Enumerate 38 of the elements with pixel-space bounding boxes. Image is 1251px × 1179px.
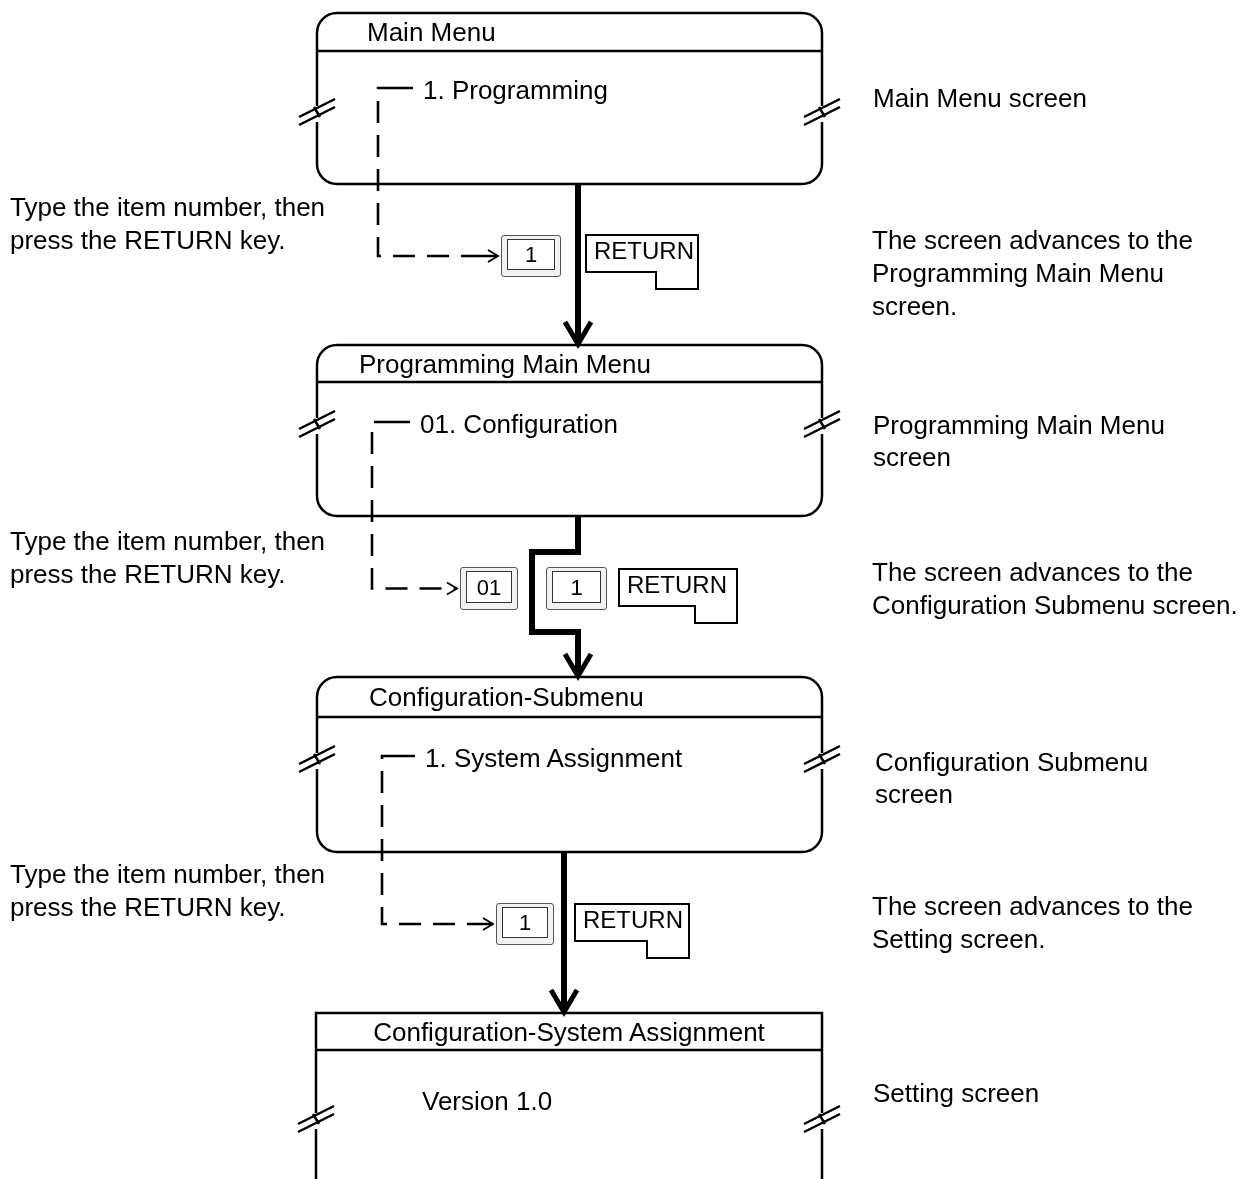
screen-title: Programming Main Menu [359, 348, 651, 379]
menu-item-text: 1. Programming [413, 74, 608, 106]
flow-arrow [529, 516, 594, 679]
screen-caption: Programming Main Menu screen [873, 409, 1166, 473]
key-label: 1 [507, 239, 555, 270]
screen-text: Version 1.0 [422, 1085, 553, 1117]
screen-caption: Setting screen [873, 1077, 1041, 1109]
key-label: 1 [552, 571, 601, 603]
menu-item-text: 01. Configuration [410, 408, 619, 440]
screen-caption: Configuration Submenu screen [875, 746, 1150, 810]
key-label: RETURN [583, 906, 683, 934]
instruction-text: Type the item number, then press the RETURN key. [10, 858, 327, 924]
key-cap [496, 903, 554, 945]
leader-arrow [376, 86, 499, 263]
screen-caption: Main Menu screen [873, 82, 1088, 114]
key-cap [546, 567, 607, 610]
key-label: 01 [466, 571, 512, 603]
return-key [574, 903, 690, 959]
key-label: RETURN [594, 237, 694, 265]
instruction-text: Type the item number, then press the RETURN key. [10, 191, 327, 257]
instruction-text: The screen advances to the Configuration Submenu screen. [872, 556, 1239, 622]
key-cap [460, 567, 518, 610]
return-key [618, 568, 738, 624]
menu-item-text: 1. System Assignment [415, 742, 683, 774]
flow-arrow [562, 184, 594, 347]
screen-title: Main Menu [367, 17, 496, 47]
instruction-text: The screen advances to the Setting screen. [872, 890, 1194, 956]
leader-arrow [380, 754, 494, 931]
key-cap [501, 235, 561, 277]
instruction-text: The screen advances to the Programming Main Menu screen. [872, 224, 1194, 323]
flow-arrow [548, 852, 580, 1015]
screen-title: Configuration-Submenu [369, 682, 644, 712]
instruction-text: Type the item number, then press the RETURN key. [10, 525, 327, 591]
key-label: 1 [502, 907, 548, 938]
leader-arrow [370, 420, 458, 596]
screen-title: Configuration-System Assignment [373, 1016, 765, 1047]
key-label: RETURN [627, 571, 727, 599]
return-key [585, 234, 699, 290]
